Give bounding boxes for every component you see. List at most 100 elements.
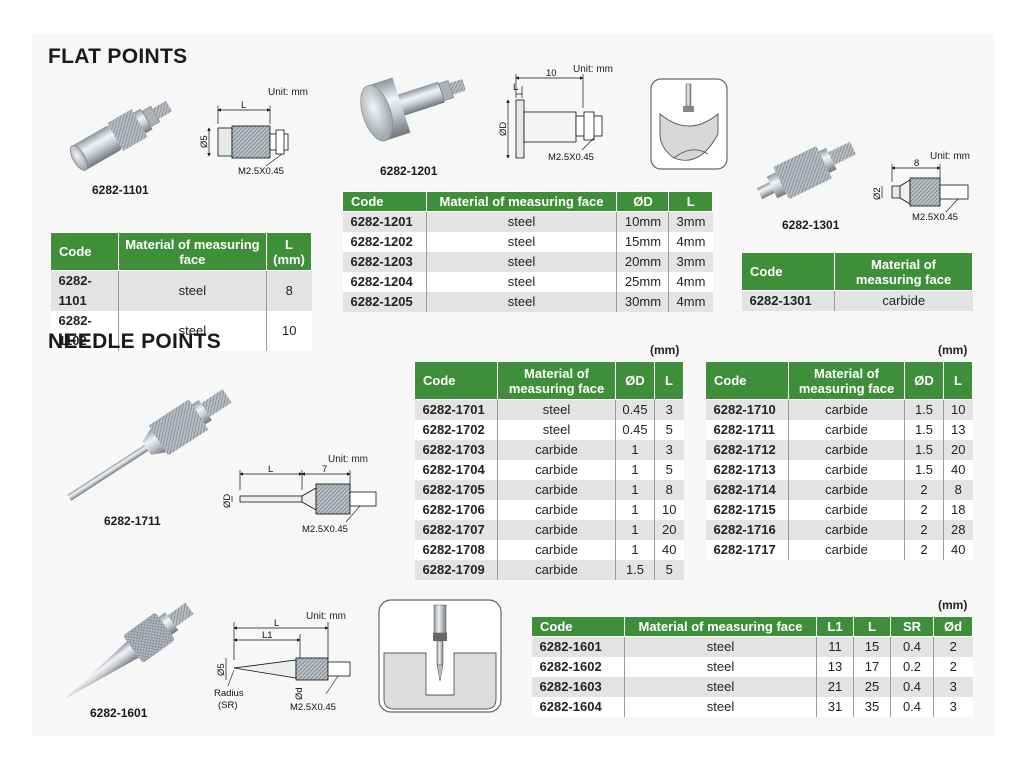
dim-sr: (SR) — [218, 700, 238, 711]
th-material: Material of measuring face — [497, 361, 616, 400]
drawing-6282-1601: L L1 Ø5 Ød Radius (SR) M2.5X0.45 — [214, 618, 351, 713]
dim-10: 10 — [546, 68, 557, 79]
th-material: Material of measuring face — [624, 616, 817, 637]
th-l: L — [654, 361, 684, 400]
illustration-flat-on-curved-surface — [650, 78, 728, 170]
part-label-6282-1601: 6282-1601 — [90, 706, 148, 720]
photo-6282-1201 — [360, 77, 467, 142]
dim-thread: M2.5X0.45 — [302, 524, 348, 535]
dim-l: L — [241, 100, 246, 111]
table-6282-171x: Code Material of measuring face ØD L 628… — [705, 361, 973, 560]
dim-thread: M2.5X0.45 — [548, 152, 594, 163]
part-label-6282-1301: 6282-1301 — [782, 218, 840, 232]
dim-l: L — [274, 618, 279, 629]
table-6282-1301: Code Material of measuring face 6282-130… — [741, 252, 973, 311]
dim-diameter: ØD — [222, 494, 233, 508]
dim-l: L — [268, 464, 273, 475]
th-code: Code — [705, 361, 789, 400]
th-diameter: ØD — [904, 361, 944, 400]
part-label-6282-1711: 6282-1711 — [104, 514, 161, 528]
unit-note-1201: Unit: mm — [573, 64, 613, 75]
dim-thread: M2.5X0.45 — [238, 166, 284, 177]
th-material: Material of measuring face — [788, 361, 905, 400]
dim-l1: L1 — [262, 630, 273, 641]
photo-6282-1301 — [756, 141, 857, 200]
section-title-needle-points: NEEDLE POINTS — [48, 330, 222, 353]
th-material: Material of measuring face — [117, 232, 268, 271]
part-label-6282-1101: 6282-1101 — [92, 183, 149, 197]
th-diameter: ØD — [616, 191, 670, 212]
dim-l: L — [513, 82, 518, 93]
th-l: L — [943, 361, 973, 400]
unit-mm-170x: (mm) — [650, 343, 680, 357]
drawing-6282-1301: 8 Ø2 M2.5X0.45 — [872, 158, 969, 223]
dim-diameter: ØD — [498, 122, 509, 136]
photo-6282-1601 — [64, 602, 194, 699]
unit-mm-160x: (mm) — [938, 598, 968, 612]
drawing-6282-1201: 10 L ØD M2.5X0.45 — [498, 68, 603, 163]
th-l: L (mm) — [266, 232, 312, 271]
drawing-6282-1711: L 7 ØD M2.5X0.45 — [222, 464, 377, 535]
dim-radius: Radius — [214, 688, 244, 699]
th-code: Code — [531, 616, 625, 637]
dim-7: 7 — [322, 464, 327, 475]
th-code: Code — [50, 232, 119, 271]
th-sr: SR — [890, 616, 934, 637]
th-code: Code — [414, 361, 498, 400]
th-l1: L1 — [816, 616, 854, 637]
th-d: Ød — [933, 616, 973, 637]
drawing-6282-1101: L Ø5 M2.5X0.45 — [199, 100, 289, 177]
table-6282-160x: Code Material of measuring face L1 L SR … — [531, 616, 973, 717]
th-l: L — [668, 191, 713, 212]
unit-mm-171x: (mm) — [938, 343, 968, 357]
table-6282-170x: Code Material of measuring face ØD L 628… — [414, 361, 684, 580]
th-l: L — [853, 616, 891, 637]
unit-note-1301: Unit: mm — [930, 151, 970, 162]
th-diameter: ØD — [615, 361, 655, 400]
section-title-flat-points: FLAT POINTS — [48, 45, 188, 68]
unit-note-1711: Unit: mm — [328, 454, 368, 465]
photo-6282-1711 — [67, 389, 232, 501]
th-material: Material of measuring face — [425, 191, 618, 212]
dim-diameter-5: Ø5 — [216, 663, 227, 676]
unit-note-1601: Unit: mm — [306, 611, 346, 622]
th-code: Code — [741, 252, 835, 291]
illustration-needle-in-groove — [378, 599, 502, 713]
dim-diameter-d: Ød — [294, 687, 305, 700]
dim-thread: M2.5X0.45 — [912, 212, 958, 223]
th-code: Code — [342, 191, 427, 212]
unit-note-1101: Unit: mm — [268, 87, 308, 98]
table-6282-1101: Code Material of measuring face L (mm) 6… — [50, 232, 312, 351]
dim-diameter: Ø2 — [872, 187, 883, 200]
dim-thread: M2.5X0.45 — [290, 702, 336, 713]
dim-diameter: Ø5 — [199, 135, 210, 148]
